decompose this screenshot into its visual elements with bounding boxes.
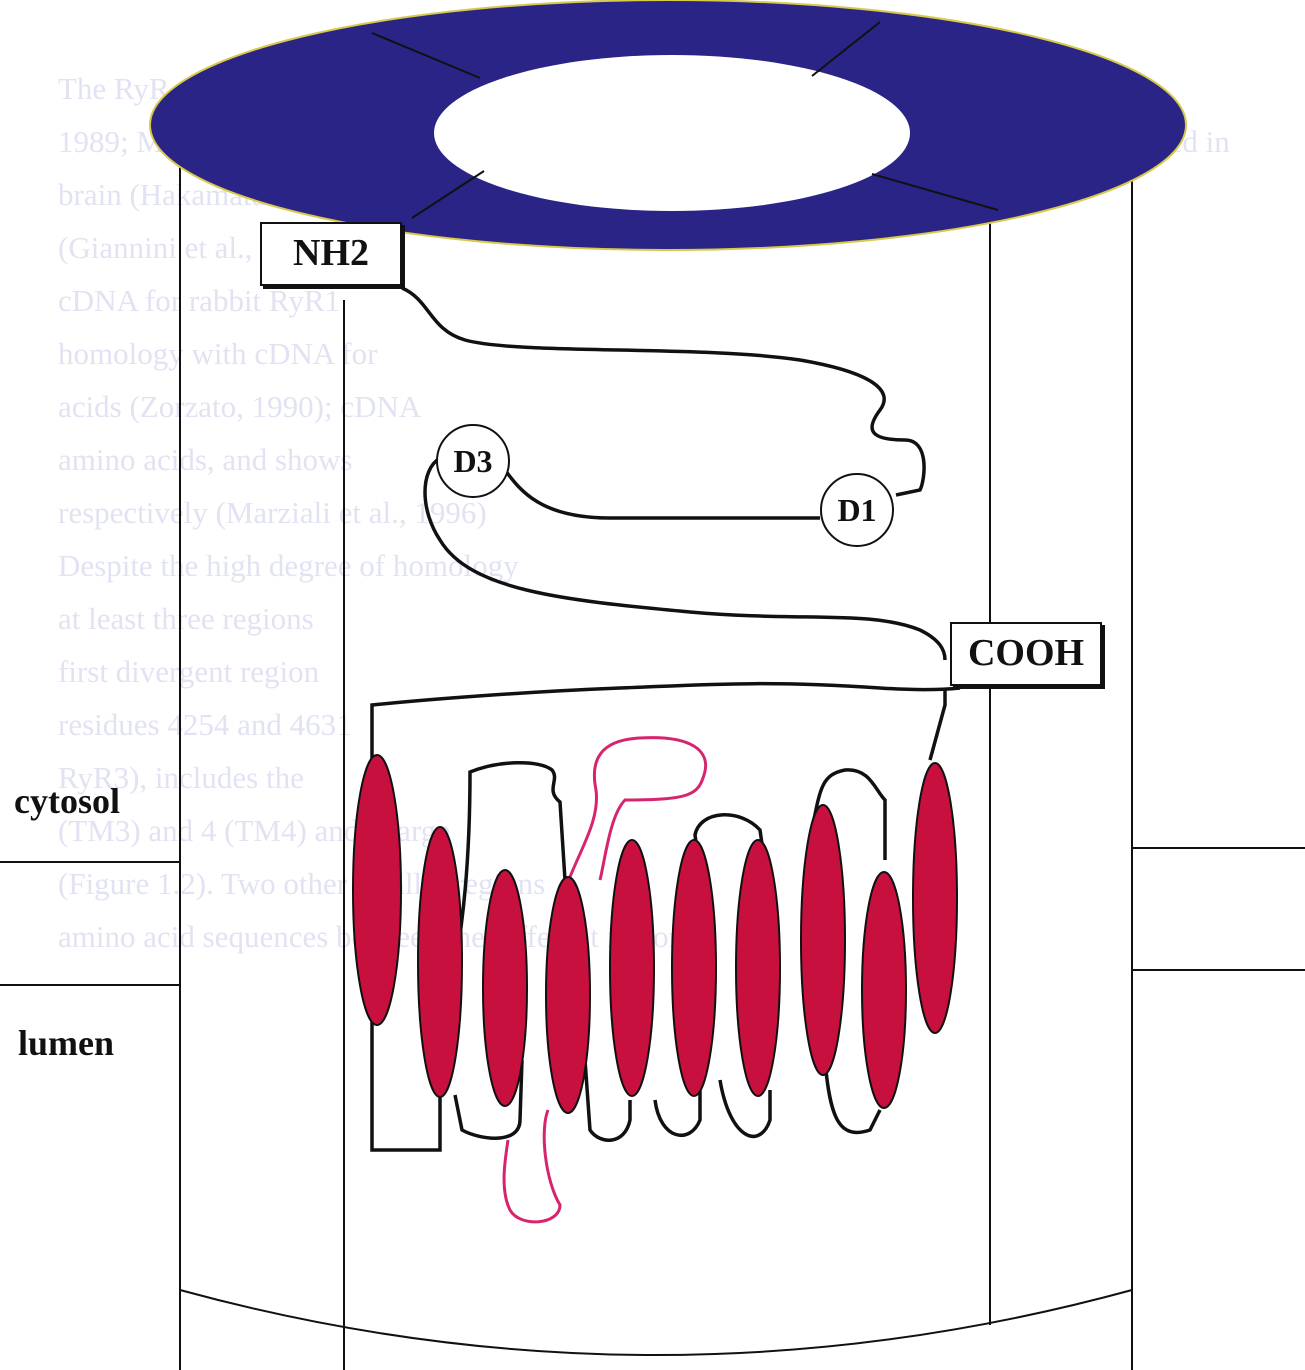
ring-center-hole — [434, 55, 910, 211]
nh2-terminus-label: NH2 — [260, 222, 402, 286]
helix-7 — [736, 840, 780, 1096]
helix-1 — [353, 755, 401, 1025]
helix-10 — [913, 763, 957, 1033]
transmembrane-helices — [353, 755, 957, 1113]
domain-d1-label: D1 — [820, 473, 894, 547]
helix-3 — [483, 870, 527, 1106]
helix-8 — [801, 805, 845, 1075]
lumen-label: lumen — [18, 1022, 114, 1064]
cytosol-label: cytosol — [14, 780, 120, 822]
helix-9 — [862, 872, 906, 1108]
helix-2 — [418, 827, 462, 1097]
helix-4 — [546, 877, 590, 1113]
helix-5 — [610, 840, 654, 1096]
cooh-terminus-label: COOH — [950, 622, 1102, 686]
domain-d3-label: D3 — [436, 424, 510, 498]
helix-6 — [672, 840, 716, 1096]
